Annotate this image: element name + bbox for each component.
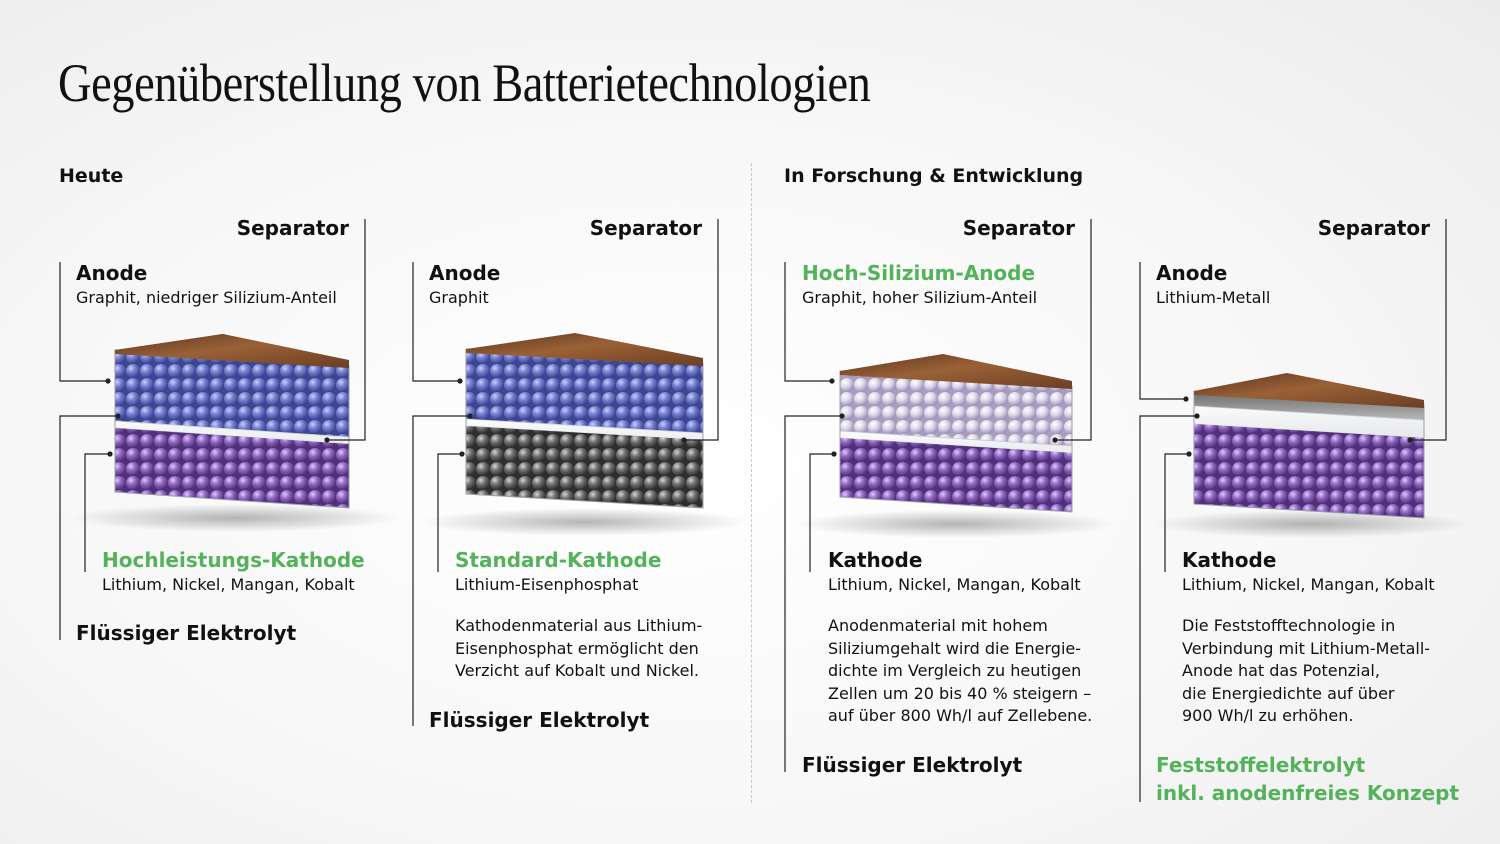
cell-3-anode: Hoch-Silizium-Anode Graphit, hoher Siliz… bbox=[802, 261, 1037, 307]
cell-4-separator-label: Separator bbox=[1317, 216, 1430, 240]
cell-1-electrolyte: Flüssiger Elektrolyt bbox=[76, 621, 297, 645]
cell-3-description-line: Zellen um 20 bis 40 % steigern – bbox=[828, 683, 1092, 703]
cell-3-cathode: Kathode Lithium, Nickel, Mangan, Kobalt bbox=[828, 548, 1081, 594]
cell-3-description-line: dichte im Vergleich zu heutigen bbox=[828, 661, 1082, 680]
cell-3-cathode-material: Lithium, Nickel, Mangan, Kobalt bbox=[828, 575, 1081, 594]
cell-2-anode-material: Graphit bbox=[429, 288, 489, 307]
cell-2-cathode-label: Standard-Kathode bbox=[455, 548, 662, 572]
cell-4-block bbox=[1150, 373, 1470, 538]
cell-2-description-line: Kathodenmaterial aus Lithium- bbox=[455, 616, 703, 635]
cell-4-description-line: 900 Wh/l zu erhöhen. bbox=[1182, 706, 1354, 725]
cell-4-anode: Anode Lithium-Metall bbox=[1156, 261, 1270, 307]
cell-4-description-line: Verbindung mit Lithium-Metall- bbox=[1182, 638, 1431, 658]
cell-3-description-line: auf über 800 Wh/l auf Zellebene. bbox=[828, 706, 1093, 725]
cell-2-cathode: Standard-Kathode Lithium-Eisenphosphat bbox=[455, 548, 661, 594]
cell-1-separator-label: Separator bbox=[236, 216, 349, 240]
cell-4-electrolyte-note: inkl. anodenfreies Konzept bbox=[1156, 781, 1460, 805]
cell-4-description-line: die Energiedichte auf über bbox=[1182, 683, 1395, 703]
cell-1-cathode: Hochleistungs-Kathode Lithium, Nickel, M… bbox=[102, 548, 365, 594]
cell-3-anode-label: Hoch-Silizium-Anode bbox=[802, 261, 1036, 285]
cell-2-anode-label: Anode bbox=[429, 261, 501, 285]
page-title: Gegenüberstellung von Batterietechnologi… bbox=[58, 53, 871, 113]
section-heute: Heute bbox=[59, 165, 124, 187]
cell-1-block bbox=[70, 334, 400, 532]
cell-4-description: Die Feststofftechnologie in Verbindung m… bbox=[1182, 615, 1430, 728]
section-forschung: In Forschung & Entwicklung bbox=[784, 165, 1084, 187]
cell-1-cathode-material: Lithium, Nickel, Mangan, Kobalt bbox=[102, 575, 355, 594]
cell-2-electrolyte: Flüssiger Elektrolyt bbox=[429, 708, 650, 732]
cell-4-anode-material: Lithium-Metall bbox=[1156, 288, 1271, 307]
cell-3-cathode-label: Kathode bbox=[828, 548, 923, 572]
cell-4-cathode: Kathode Lithium, Nickel, Mangan, Kobalt bbox=[1182, 548, 1435, 594]
section-divider bbox=[751, 163, 752, 803]
cell-2-anode: Anode Graphit bbox=[429, 261, 500, 307]
leader-dots bbox=[105, 378, 1413, 457]
cell-4-description-line: Die Feststofftechnologie in bbox=[1182, 616, 1396, 635]
cell-1-anode-material: Graphit, niedriger Silizium-Anteil bbox=[76, 288, 337, 307]
cell-2-description-line: Verzicht auf Kobalt und Nickel. bbox=[455, 661, 699, 680]
cell-4-anode-label: Anode bbox=[1156, 261, 1228, 285]
cell-1-cathode-label: Hochleistungs-Kathode bbox=[102, 548, 365, 572]
cell-2-separator-label: Separator bbox=[589, 216, 702, 240]
cell-4-electrolyte: Feststoffelektrolyt inkl. anodenfreies K… bbox=[1156, 753, 1459, 805]
cell-4-electrolyte-label: Feststoffelektrolyt bbox=[1156, 753, 1366, 777]
cell-3-separator-label: Separator bbox=[962, 216, 1075, 240]
cell-2-cathode-material: Lithium-Eisenphosphat bbox=[455, 575, 639, 594]
cell-3-block bbox=[795, 354, 1115, 538]
cell-2-description-line: Eisenphosphat ermöglicht den bbox=[455, 638, 699, 658]
cell-3-electrolyte: Flüssiger Elektrolyt bbox=[802, 753, 1023, 777]
cell-4-cathode-material: Lithium, Nickel, Mangan, Kobalt bbox=[1182, 575, 1435, 594]
cell-2-block bbox=[420, 333, 750, 536]
cell-3-description: Anodenmaterial mit hohem Siliziumgehalt … bbox=[828, 615, 1092, 728]
cell-2-description: Kathodenmaterial aus Lithium- Eisenphosp… bbox=[455, 615, 702, 683]
cell-1-anode: Anode Graphit, niedriger Silizium-Anteil bbox=[76, 261, 337, 307]
cell-3-description-line: Siliziumgehalt wird die Energie- bbox=[828, 638, 1082, 658]
cell-4-cathode-label: Kathode bbox=[1182, 548, 1277, 572]
cell-4-description-line: Anode hat das Potenzial, bbox=[1182, 661, 1380, 680]
cell-1-anode-label: Anode bbox=[76, 261, 148, 285]
cell-3-description-line: Anodenmaterial mit hohem bbox=[828, 616, 1048, 635]
cell-3-anode-material: Graphit, hoher Silizium-Anteil bbox=[802, 288, 1038, 307]
leader-lines bbox=[59, 219, 1447, 802]
